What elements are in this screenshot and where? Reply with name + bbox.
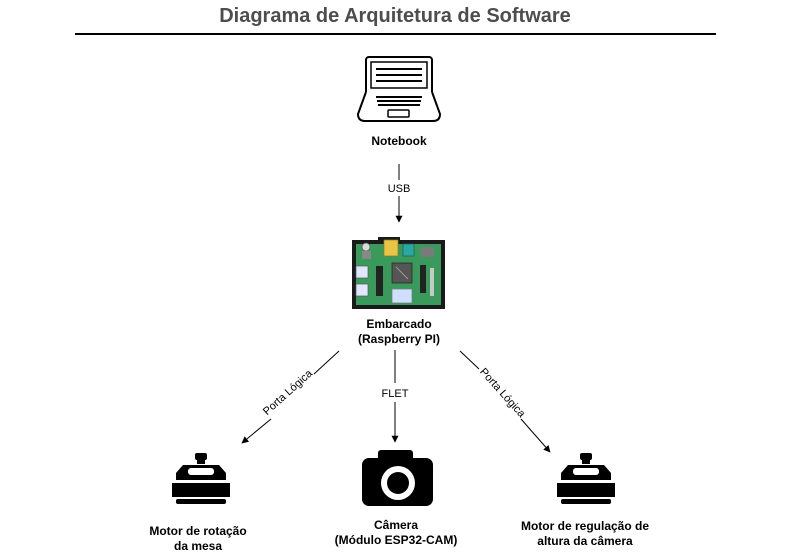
logic-port-edge-right: Porta Lógica [459, 350, 551, 453]
embedded-node: Embarcado (Raspberry PI) [352, 237, 445, 346]
laptop-icon [356, 56, 442, 122]
flet-edge-label: FLET [382, 388, 409, 400]
raspberry-pi-board-icon [352, 237, 445, 309]
motor-camera-node: Motor de regulação de altura da câmera [521, 453, 649, 548]
camera-node: Câmera (Módulo ESP32-CAM) [335, 450, 458, 547]
notebook-node: Notebook [356, 56, 442, 148]
stepper-motor-icon [172, 453, 230, 504]
notebook-label: Notebook [371, 134, 427, 148]
motor-table-node: Motor de rotação da mesa [149, 453, 247, 553]
stepper-motor-icon [557, 453, 615, 504]
embedded-label-line1: Embarcado [366, 317, 431, 331]
motor-table-label-line2: da mesa [174, 539, 222, 553]
motor-camera-label-line2: altura da câmera [537, 534, 633, 548]
camera-icon [362, 450, 433, 506]
usb-edge-label: USB [388, 183, 411, 195]
logic-port-right-label: Porta Lógica [477, 366, 528, 421]
embedded-label-line2: (Raspberry PI) [358, 332, 440, 346]
logic-port-left-label: Porta Lógica [261, 367, 316, 418]
motor-table-label-line1: Motor de rotação [149, 524, 246, 538]
flet-edge: FLET [382, 350, 409, 443]
camera-label-line1: Câmera [374, 518, 418, 532]
diagram-title: Diagrama de Arquitetura de Software [219, 5, 571, 27]
motor-camera-label-line1: Motor de regulação de [521, 519, 649, 533]
camera-label-line2: (Módulo ESP32-CAM) [335, 533, 458, 547]
usb-edge: USB [388, 164, 411, 223]
logic-port-edge-left: Porta Lógica [241, 350, 340, 444]
